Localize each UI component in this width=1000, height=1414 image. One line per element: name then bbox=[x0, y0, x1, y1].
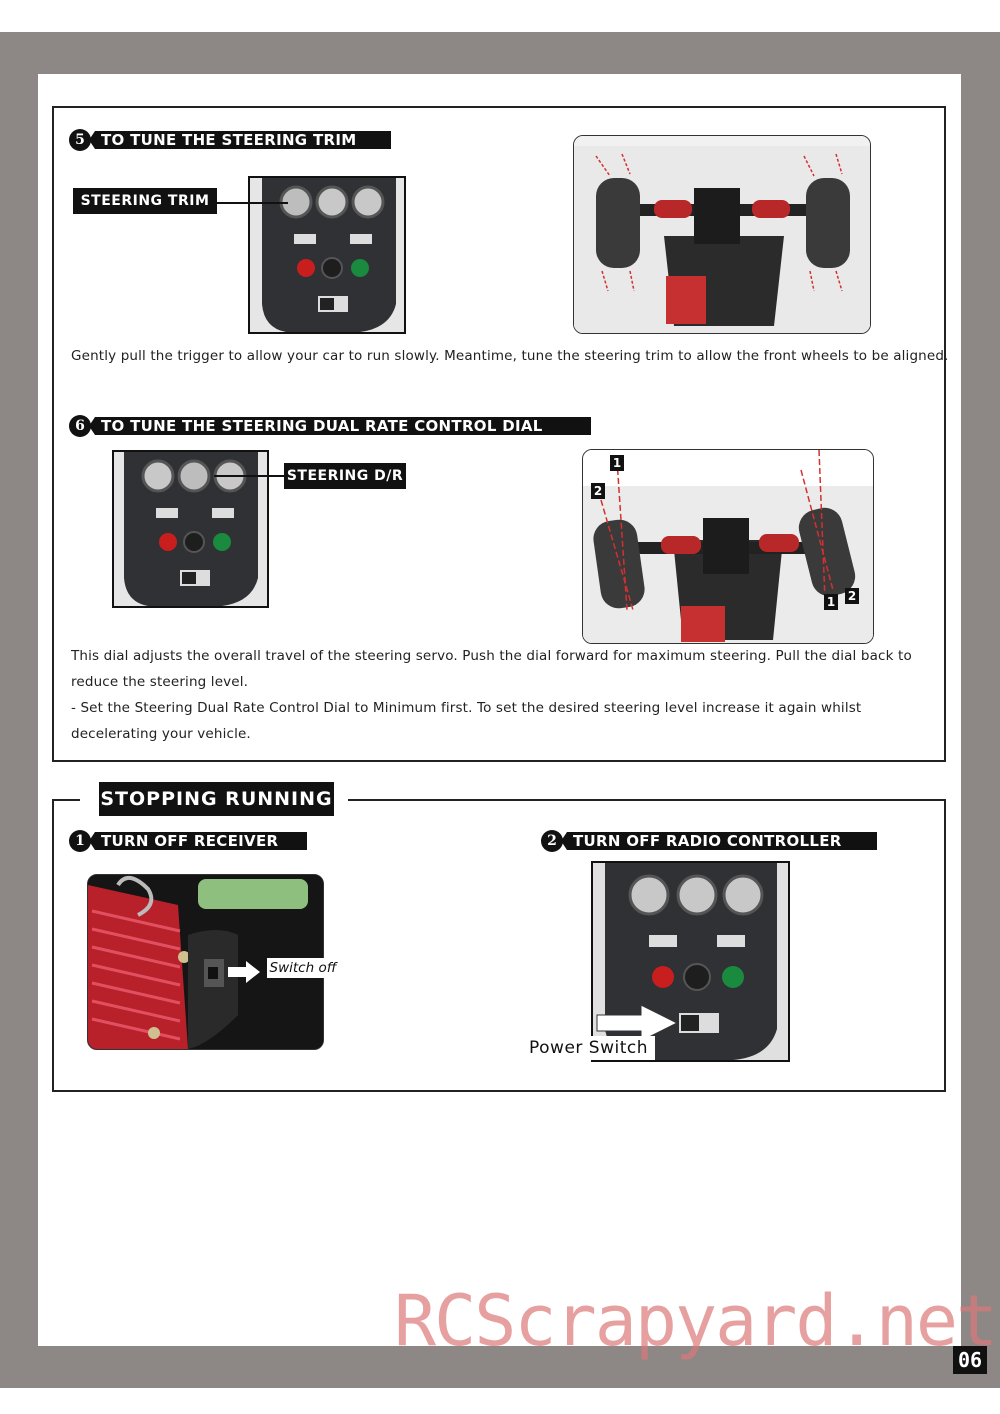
power-switch-label: Power Switch bbox=[529, 1036, 655, 1060]
stop-step1-number: 1 bbox=[69, 830, 91, 852]
steering-trim-label: STEERING TRIM bbox=[73, 188, 217, 214]
car-front-photo-trim bbox=[573, 135, 871, 334]
stop-step2-number: 2 bbox=[541, 830, 563, 852]
step6-line-2: reduce the steering level. bbox=[71, 674, 249, 690]
stop-step2-header: 2 TURN OFF RADIO CONTROLLER bbox=[541, 830, 877, 852]
stop-step1-header: 1 TURN OFF RECEIVER bbox=[69, 830, 307, 852]
transmitter-photo-dr bbox=[112, 450, 269, 608]
transmitter-photo-trim bbox=[248, 176, 406, 334]
dr-callout-line bbox=[214, 475, 286, 477]
car-front-photo-dr bbox=[582, 449, 874, 644]
step5-title: TO TUNE THE STEERING TRIM bbox=[89, 131, 391, 149]
dr-marker-2-right: 2 bbox=[845, 588, 859, 604]
tuning-section bbox=[52, 106, 946, 762]
stopping-running-title: STOPPING RUNNING bbox=[99, 782, 334, 816]
watermark: RCScrapyard.net bbox=[394, 1280, 998, 1362]
step6-header: 6 TO TUNE THE STEERING DUAL RATE CONTROL… bbox=[69, 415, 591, 437]
dr-marker-1-top: 1 bbox=[610, 455, 624, 471]
trim-callout-line bbox=[216, 202, 288, 204]
step6-line-3: - Set the Steering Dual Rate Control Dia… bbox=[71, 700, 862, 716]
stop-step2-title: TURN OFF RADIO CONTROLLER bbox=[561, 832, 877, 850]
page-number: 06 bbox=[953, 1346, 987, 1374]
step5-header: 5 TO TUNE THE STEERING TRIM bbox=[69, 129, 391, 151]
step6-number: 6 bbox=[69, 415, 91, 437]
switch-off-label: Switch off bbox=[267, 958, 339, 978]
stop-step1-title: TURN OFF RECEIVER bbox=[89, 832, 307, 850]
dr-marker-2-left: 2 bbox=[591, 483, 605, 499]
stopping-section bbox=[52, 799, 946, 1092]
step6-line-4: decelerating your vehicle. bbox=[71, 726, 251, 742]
step6-line-1: This dial adjusts the overall travel of … bbox=[71, 648, 912, 664]
step6-title: TO TUNE THE STEERING DUAL RATE CONTROL D… bbox=[89, 417, 591, 435]
transmitter-photo-power bbox=[591, 861, 790, 1062]
step5-description: Gently pull the trigger to allow your ca… bbox=[71, 348, 949, 364]
step5-number: 5 bbox=[69, 129, 91, 151]
steering-dr-label: STEERING D/R bbox=[284, 463, 406, 489]
dr-marker-1-bottom: 1 bbox=[824, 594, 838, 610]
